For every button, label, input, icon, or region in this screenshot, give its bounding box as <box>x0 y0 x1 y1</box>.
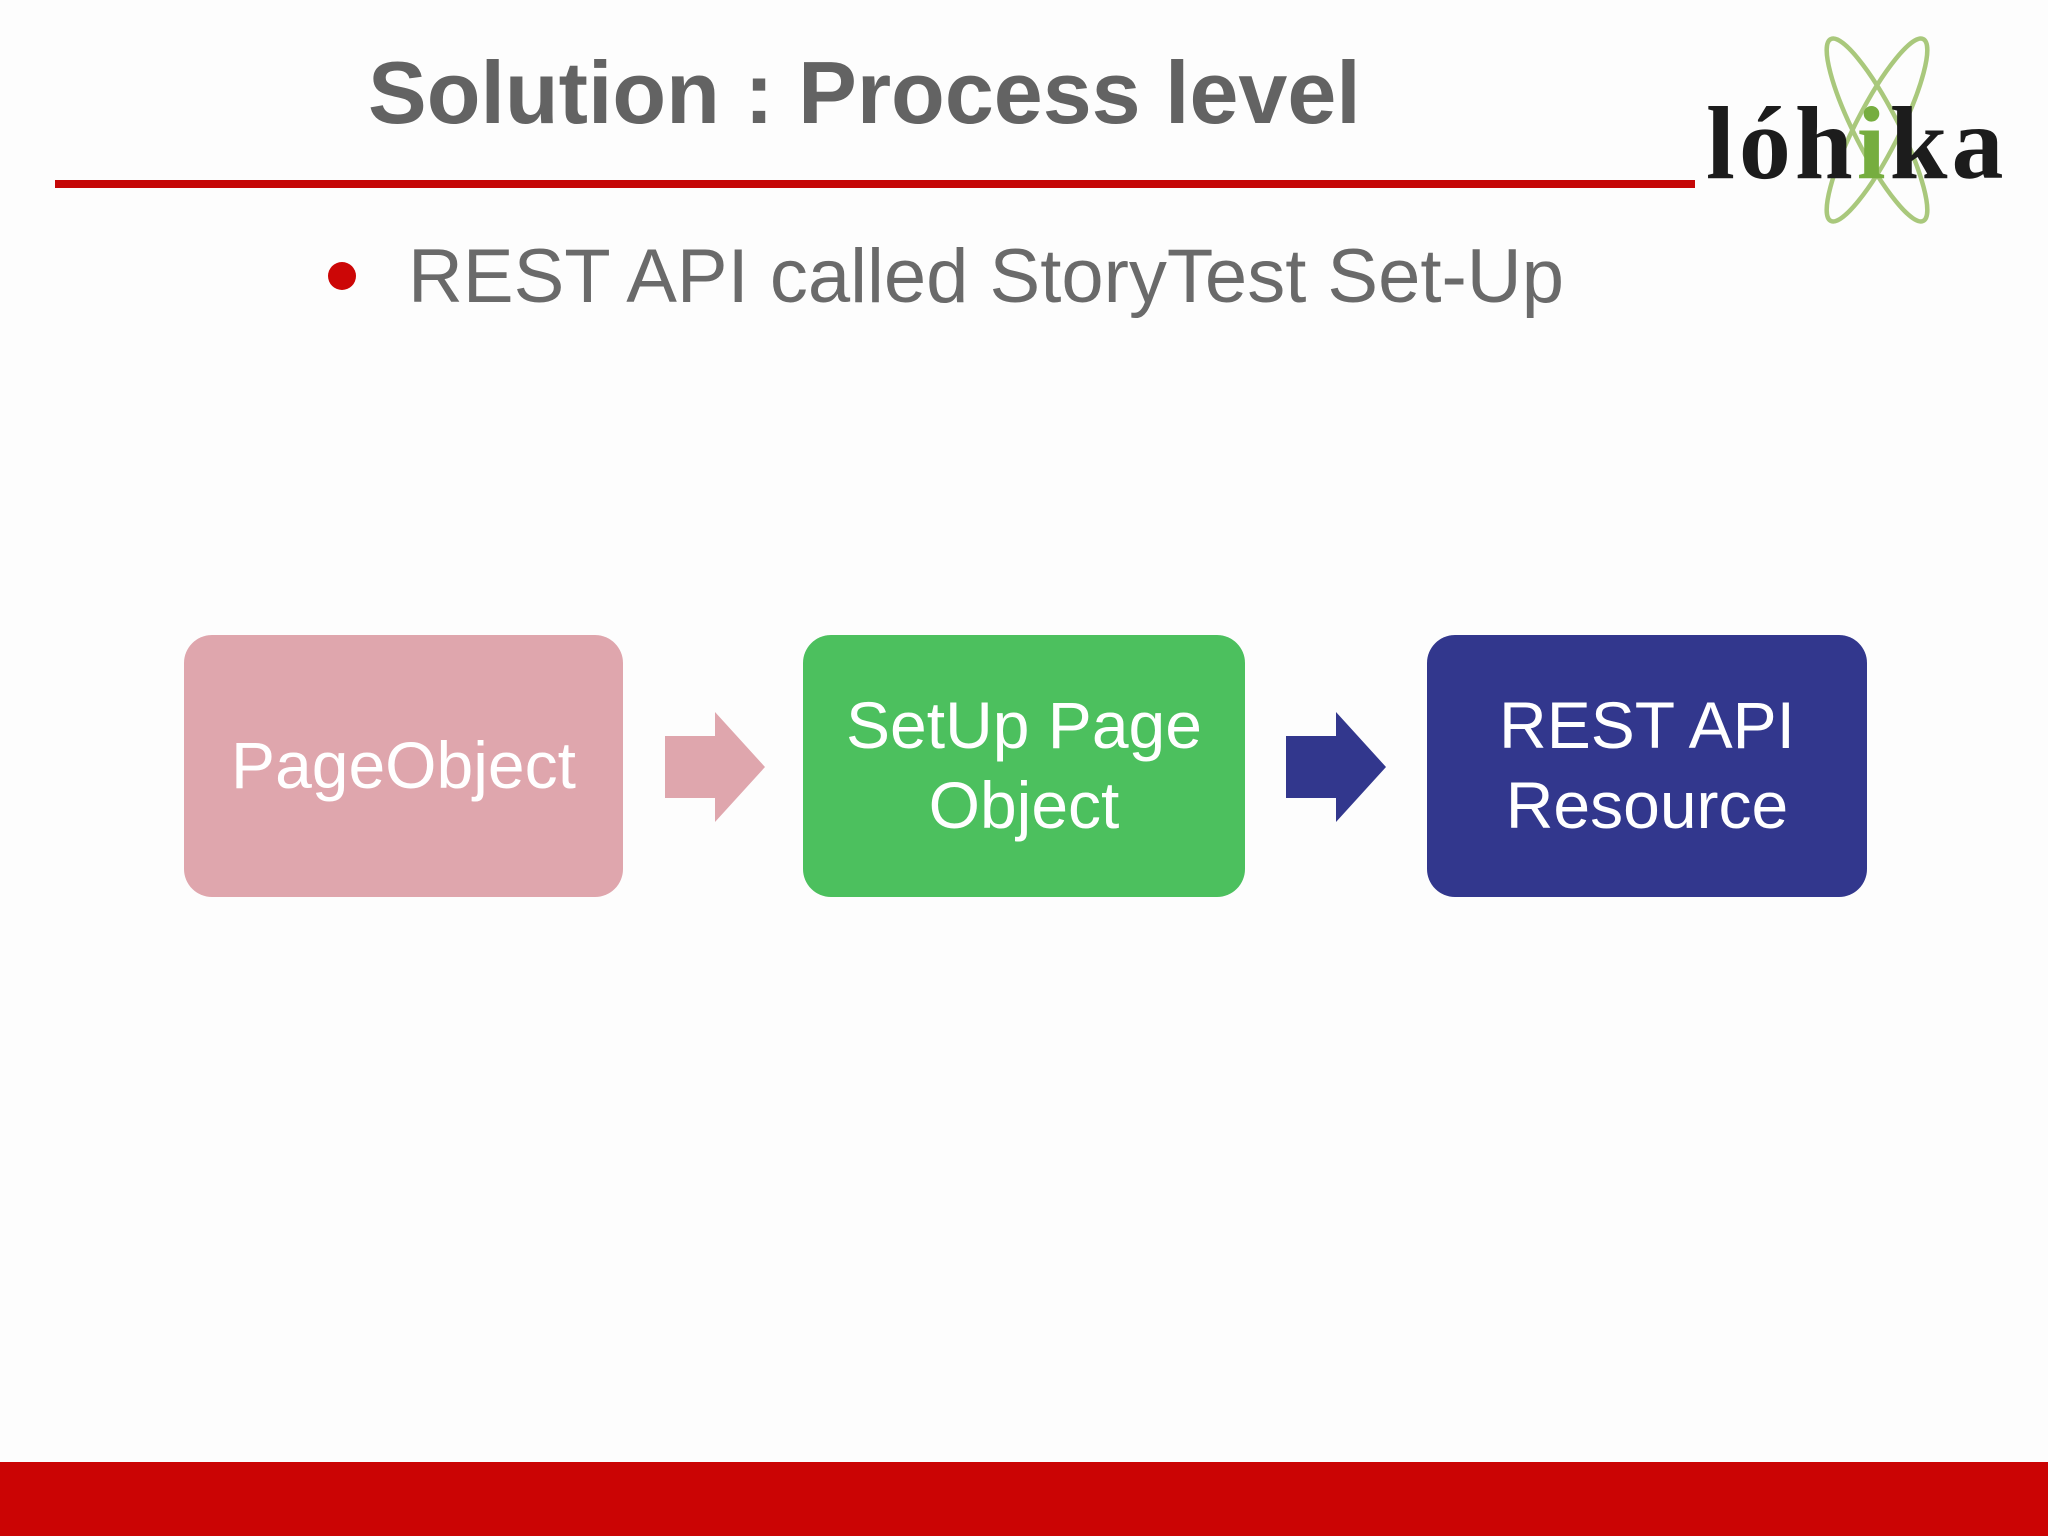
footer-accent-bar <box>0 1462 2048 1536</box>
node-label-line: PageObject <box>231 728 576 803</box>
logo-wordmark: lóhika <box>1706 92 2007 196</box>
node-label-line: Object <box>928 768 1120 842</box>
lohika-logo: lóhika <box>1700 0 2040 250</box>
atom-orbits-icon <box>1824 36 1930 224</box>
flow-arrow-right-icon <box>1286 712 1386 822</box>
process-node-pageobject: PageObject <box>184 635 623 897</box>
bullet-text: REST API called StoryTest Set-Up <box>408 234 1564 319</box>
node-label-line: SetUp Page <box>846 688 1202 763</box>
node-label-line: Resource <box>1505 768 1789 842</box>
process-node-rest-api-resource: REST API Resource <box>1427 635 1867 897</box>
bullet-dot <box>328 262 356 290</box>
process-node-setup-page-object: SetUp Page Object <box>803 635 1245 897</box>
flow-arrow-right-icon <box>665 712 765 822</box>
logo-text-part1: lóh <box>1706 86 1857 201</box>
slide-title: Solution : Process level <box>368 43 1361 142</box>
node-label-line: REST API <box>1499 688 1795 763</box>
logo-text-part2: ka <box>1889 86 2008 201</box>
title-divider-line <box>55 180 1695 188</box>
logo-text-accent: i <box>1856 86 1890 201</box>
